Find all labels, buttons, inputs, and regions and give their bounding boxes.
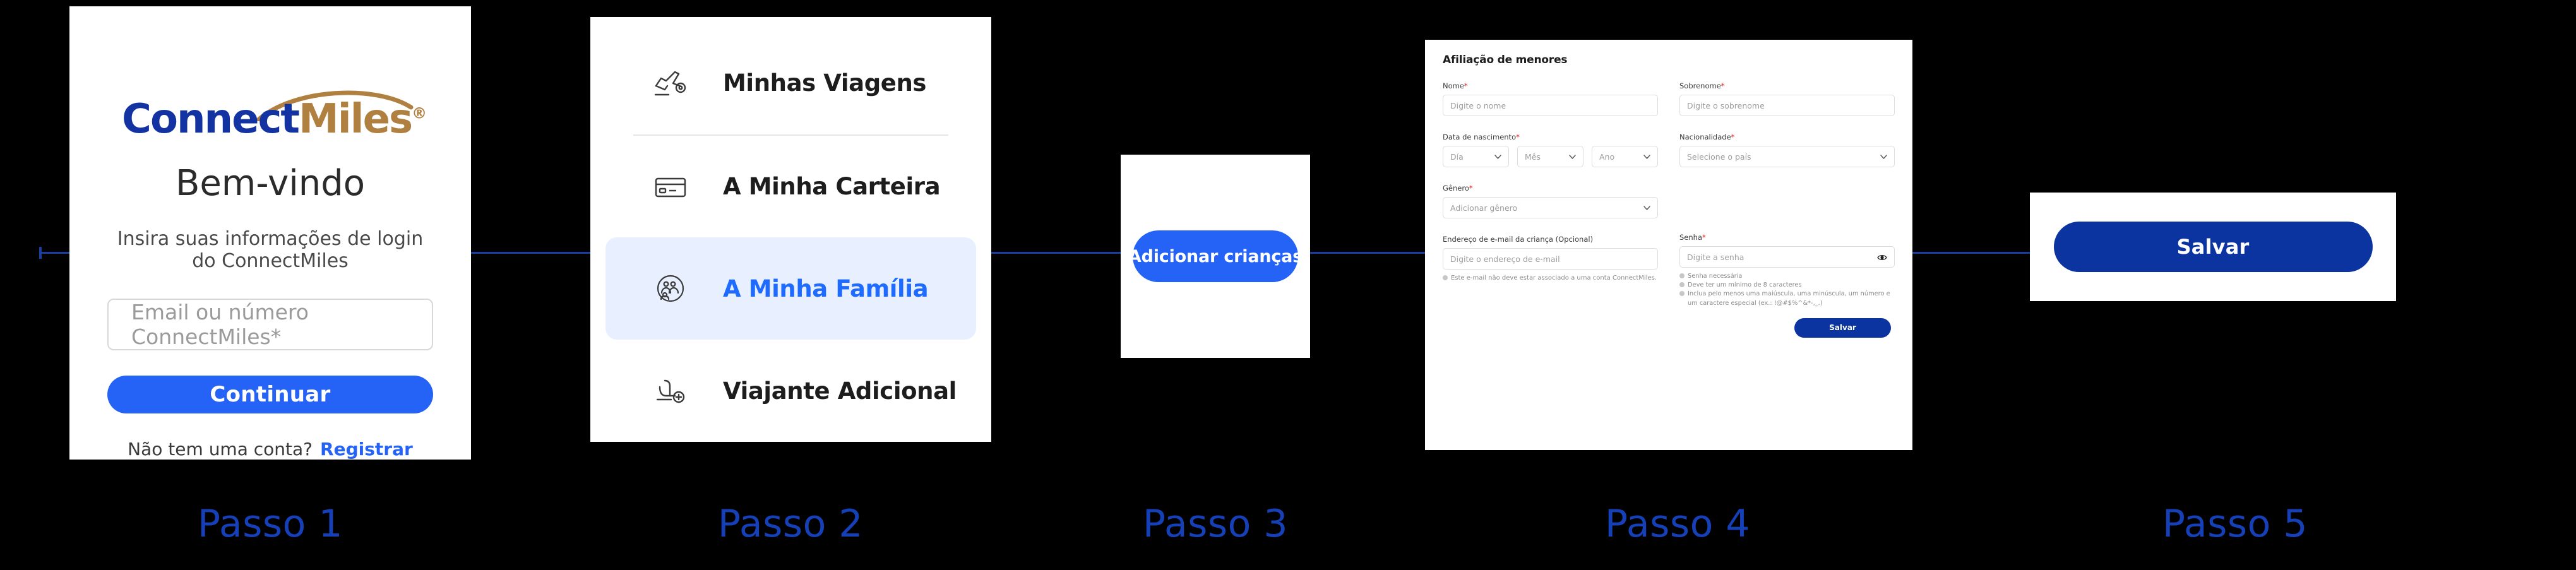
chevron-down-icon bbox=[1569, 154, 1576, 159]
password-rule-item: Senha necessária bbox=[1679, 272, 1895, 281]
menu-divider bbox=[633, 134, 948, 136]
password-rules-list: Senha necessária Deve ter um mínimo de 8… bbox=[1679, 272, 1895, 308]
step-4-minor-affiliation-form-card: Afiliação de menores Nome* Digite o nome… bbox=[1425, 40, 1912, 450]
step-5-save-card: Salvar bbox=[2030, 193, 2396, 301]
password-rule-item: Inclua pelo menos uma maiúscula, uma min… bbox=[1679, 290, 1895, 307]
email-or-number-input[interactable]: Email ou número ConnectMiles* bbox=[107, 299, 433, 350]
sidebar-item-viajante-adicional[interactable]: Viajante Adicional bbox=[605, 340, 976, 442]
last-name-placeholder: Digite o sobrenome bbox=[1687, 100, 1765, 110]
password-input[interactable]: Digite a senha bbox=[1679, 246, 1895, 268]
password-rule-item: Deve ter um mínimo de 8 caracteres bbox=[1679, 281, 1895, 290]
seat-plus-icon bbox=[647, 372, 694, 410]
password-rule-text: Senha necessária bbox=[1688, 273, 1743, 280]
logo-swoosh-icon bbox=[256, 86, 415, 121]
bullet-dot-icon bbox=[1679, 273, 1685, 278]
info-dot-icon bbox=[1443, 275, 1448, 280]
sidebar-item-label: Minhas Viagens bbox=[723, 69, 927, 97]
logo-miles-text: Miles bbox=[299, 96, 413, 143]
logo-connect-text: Connect bbox=[122, 96, 300, 143]
sidebar-item-label: A Minha Família bbox=[723, 275, 929, 302]
required-marker: * bbox=[1516, 133, 1520, 141]
register-link[interactable]: Registrar bbox=[320, 439, 413, 460]
first-name-input[interactable]: Digite o nome bbox=[1443, 95, 1658, 116]
step-4-caption: Passo 4 bbox=[1604, 502, 1751, 546]
bullet-dot-icon bbox=[1679, 291, 1685, 297]
sidebar-item-a-minha-carteira[interactable]: A Minha Carteira bbox=[605, 136, 976, 238]
required-marker: * bbox=[1702, 233, 1706, 242]
form-save-button[interactable]: Salvar bbox=[1794, 318, 1891, 338]
sidebar-item-label: Viajante Adicional bbox=[723, 377, 957, 405]
step-2-caption: Passo 2 bbox=[717, 502, 864, 546]
gender-label: Gênero* bbox=[1443, 184, 1473, 193]
flow-connector-start-cap bbox=[39, 247, 42, 259]
first-name-placeholder: Digite o nome bbox=[1450, 100, 1506, 110]
required-marker: * bbox=[1720, 81, 1725, 90]
birth-day-select[interactable]: Día bbox=[1443, 146, 1509, 167]
step-1-login-card: ConnectMiles® Bem-vindo Insira suas info… bbox=[69, 6, 471, 460]
family-group-icon bbox=[647, 270, 694, 307]
logo-registered-mark: ® bbox=[412, 104, 427, 122]
birth-day-value: Día bbox=[1450, 151, 1464, 162]
eye-toggle-icon[interactable] bbox=[1877, 254, 1887, 261]
sidebar-item-label: A Minha Carteira bbox=[723, 173, 941, 201]
bullet-dot-icon bbox=[1679, 282, 1685, 288]
account-sidebar-menu: Minhas Viagens A Minha Carteira bbox=[590, 17, 991, 442]
password-rule-text: Inclua pelo menos uma maiúscula, uma min… bbox=[1688, 290, 1890, 307]
last-name-label: Sobrenome* bbox=[1679, 81, 1725, 90]
login-subtitle: Insira suas informações de login do Conn… bbox=[117, 228, 424, 272]
save-button[interactable]: Salvar bbox=[2053, 222, 2373, 272]
gender-select[interactable]: Adicionar gênero bbox=[1443, 197, 1658, 218]
continue-button[interactable]: Continuar bbox=[107, 376, 433, 413]
step-2-account-menu-card: Minhas Viagens A Minha Carteira bbox=[590, 17, 991, 442]
child-email-hint: Este e-mail não deve estar associado a u… bbox=[1443, 274, 1658, 283]
chevron-down-icon bbox=[1494, 154, 1501, 159]
child-email-placeholder: Digite o endereço de e-mail bbox=[1450, 254, 1560, 264]
gender-placeholder: Adicionar gênero bbox=[1450, 203, 1518, 213]
no-account-text: Não tem uma conta? bbox=[128, 439, 313, 460]
password-label: Senha* bbox=[1679, 233, 1706, 242]
register-prompt: Não tem uma conta? Registrar bbox=[128, 439, 413, 460]
nationality-placeholder: Selecione o país bbox=[1687, 151, 1751, 162]
birth-date-label: Data de nascimento* bbox=[1443, 133, 1520, 141]
birth-year-select[interactable]: Ano bbox=[1592, 146, 1658, 167]
chevron-down-icon bbox=[1643, 154, 1650, 159]
nationality-label: Nacionalidade* bbox=[1679, 133, 1735, 141]
birth-year-value: Ano bbox=[1599, 151, 1615, 162]
airplane-takeoff-icon bbox=[647, 64, 694, 102]
chevron-down-icon bbox=[1880, 154, 1887, 159]
step-5-caption: Passo 5 bbox=[2162, 502, 2308, 546]
birth-month-value: Mês bbox=[1525, 151, 1541, 162]
step-1-caption: Passo 1 bbox=[197, 502, 343, 546]
form-title: Afiliação de menores bbox=[1443, 54, 1568, 66]
birth-month-select[interactable]: Mês bbox=[1517, 146, 1583, 167]
chevron-down-icon bbox=[1643, 205, 1650, 210]
credit-card-icon bbox=[647, 168, 694, 206]
nationality-select[interactable]: Selecione o país bbox=[1679, 146, 1895, 167]
step-3-add-children-card: Adicionar crianças bbox=[1121, 155, 1310, 358]
connectmiles-logo: ConnectMiles® bbox=[122, 86, 427, 143]
required-marker: * bbox=[1469, 184, 1473, 193]
required-marker: * bbox=[1731, 133, 1735, 141]
required-marker: * bbox=[1464, 81, 1468, 90]
email-input-placeholder: Email ou número ConnectMiles* bbox=[131, 300, 309, 349]
child-email-hint-text: Este e-mail não deve estar associado a u… bbox=[1451, 275, 1657, 282]
sidebar-item-a-minha-familia[interactable]: A Minha Família bbox=[605, 237, 976, 340]
welcome-heading: Bem-vindo bbox=[175, 163, 366, 204]
child-email-input[interactable]: Digite o endereço de e-mail bbox=[1443, 248, 1658, 270]
first-name-label: Nome* bbox=[1443, 81, 1468, 90]
sidebar-item-minhas-viagens[interactable]: Minhas Viagens bbox=[605, 32, 976, 134]
password-placeholder: Digite a senha bbox=[1687, 252, 1744, 262]
add-children-button[interactable]: Adicionar crianças bbox=[1128, 230, 1303, 282]
password-rule-text: Deve ter um mínimo de 8 caracteres bbox=[1688, 282, 1802, 289]
step-3-caption: Passo 3 bbox=[1142, 502, 1289, 546]
child-email-label: Endereço de e-mail da criança (Opcional) bbox=[1443, 235, 1594, 244]
last-name-input[interactable]: Digite o sobrenome bbox=[1679, 95, 1895, 116]
